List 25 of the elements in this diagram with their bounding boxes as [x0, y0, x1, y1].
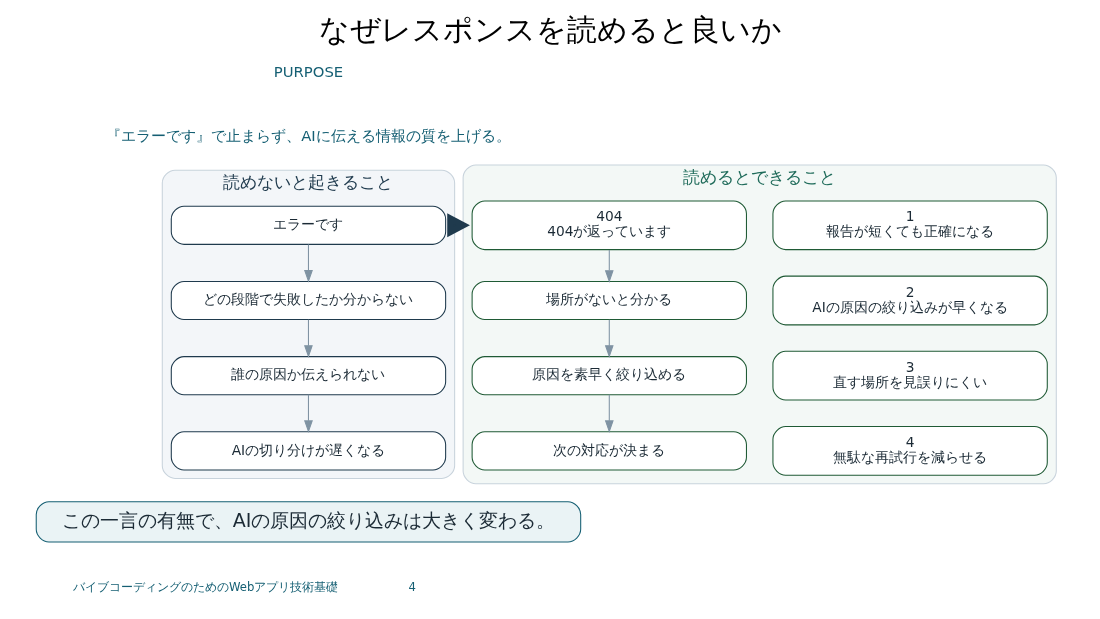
- arrow: [604, 394, 614, 434]
- arrow: [303, 319, 313, 358]
- node-box: AIの切り分けが遅くなる: [170, 431, 446, 471]
- node-box: 原因を素早く絞り込める: [471, 356, 747, 396]
- node-box: この一言の有無で、AIの原因の絞り込みは大きく変わる。: [35, 501, 581, 543]
- arrow: [303, 394, 313, 434]
- node-box: 誰の原因か伝えられない: [170, 356, 446, 396]
- node-box: どの段階で失敗したか分からない: [170, 280, 446, 321]
- label: バイブコーディングのためのWebアプリ技術基礎: [72, 579, 338, 594]
- arrow: [604, 319, 614, 358]
- node-box: 3 直す場所を見誤りにくい: [771, 350, 1048, 401]
- arrow: [446, 213, 470, 238]
- node-box: 404 404が返っています: [471, 200, 747, 251]
- node-box: 次の対応が決まる: [471, 431, 747, 471]
- node-box: エラーです: [170, 205, 446, 245]
- label: PURPOSE: [273, 62, 343, 80]
- node-box: 場所がないと分かる: [471, 280, 747, 321]
- arrow: [303, 243, 313, 283]
- diagram-title: なぜレスポンスを読めると良いか: [318, 12, 782, 48]
- node-box: 1 報告が短くても正確になる: [771, 200, 1048, 251]
- node-box: 4 無駄な再試行を減らせる: [771, 426, 1048, 476]
- label: 『エラーです』で止まらず、AIに伝える情報の質を上げる。: [105, 127, 511, 145]
- arrow: [604, 249, 614, 283]
- node-box: 2 AIの原因の絞り込みが早くなる: [771, 275, 1048, 326]
- label: 4: [408, 579, 416, 594]
